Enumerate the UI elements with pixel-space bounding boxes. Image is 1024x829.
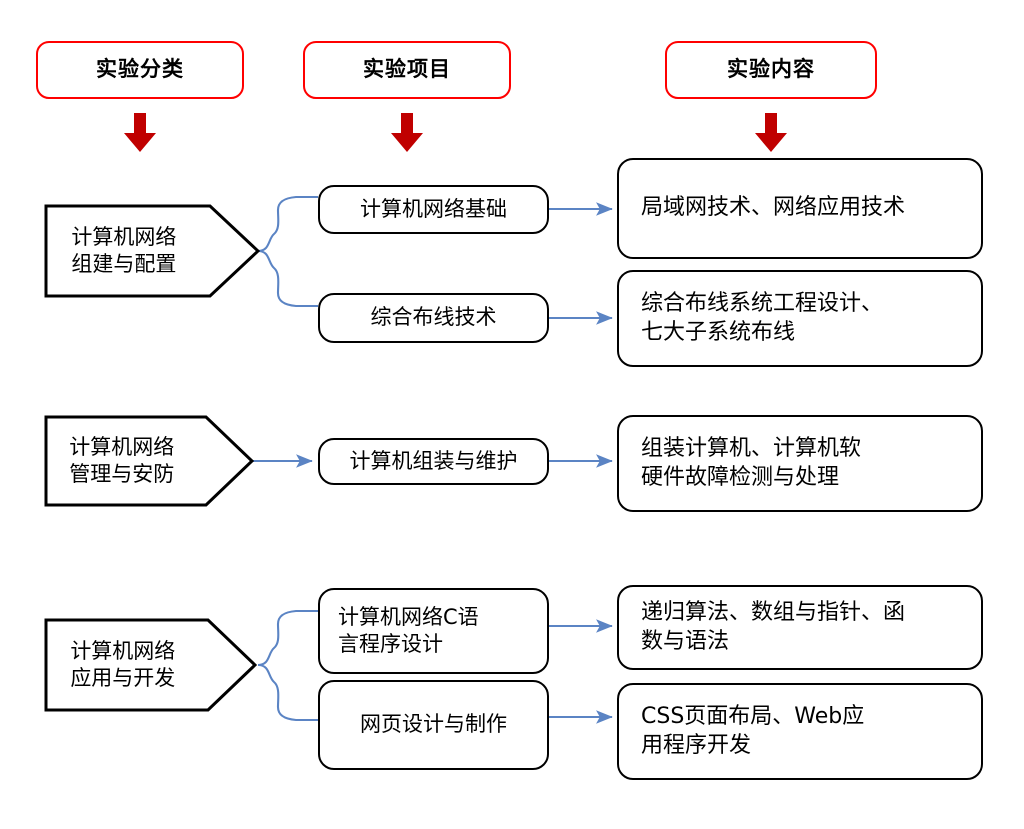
category-line-1b: 组建与配置 xyxy=(71,252,177,276)
project-line-g2r1-1: 计算机组装与维护 xyxy=(349,448,518,473)
header-pill-content[interactable]: 实验内容 xyxy=(665,41,877,99)
header-pill-project[interactable]: 实验项目 xyxy=(303,41,511,99)
project-box-g1-r2[interactable]: 综合布线技术 xyxy=(318,293,549,343)
brace-connector-group-1 xyxy=(257,195,318,308)
category-line-1a: 计算机网络 xyxy=(71,225,177,250)
project-line-g1r1-1: 计算机网络基础 xyxy=(360,196,507,221)
category-line-3b: 应用与开发 xyxy=(70,666,176,690)
content-line-g3r1-1: 递归算法、数组与指针、函 xyxy=(641,599,906,625)
project-line-g3r2-1: 网页设计与制作 xyxy=(360,712,507,737)
down-arrow-icon-project xyxy=(390,113,424,153)
project-box-g2-r1[interactable]: 计算机组装与维护 xyxy=(318,438,549,485)
content-line-g1r1-1: 局域网技术、网络应用技术 xyxy=(641,195,906,221)
header-pill-category[interactable]: 实验分类 xyxy=(36,41,244,99)
content-line-g3r2-1: CSS页面布局、Web应 xyxy=(641,703,865,729)
header-label-content: 实验内容 xyxy=(727,57,815,82)
category-line-2b: 管理与安防 xyxy=(69,462,175,486)
category-label-1: 计算机网络 组建与配置 xyxy=(44,204,204,298)
category-line-2a: 计算机网络 xyxy=(69,435,175,460)
category-pentagon-3[interactable]: 计算机网络 应用与开发 xyxy=(44,618,257,712)
header-label-category: 实验分类 xyxy=(96,57,184,82)
category-pentagon-1[interactable]: 计算机网络 组建与配置 xyxy=(44,204,260,298)
project-box-g3-r1[interactable]: 计算机网络C语 言程序设计 xyxy=(318,588,549,674)
content-line-g2r1-1: 组装计算机、计算机软 xyxy=(641,435,862,461)
category-label-2: 计算机网络 管理与安防 xyxy=(44,415,199,507)
brace-connector-group-3 xyxy=(257,609,318,722)
content-line-g3r1-2: 数与语法 xyxy=(641,628,730,654)
content-line-g1r2-1: 综合布线系统工程设计、 xyxy=(641,290,884,316)
project-line-g3r1-2: 言程序设计 xyxy=(338,632,443,656)
category-pentagon-2[interactable]: 计算机网络 管理与安防 xyxy=(44,415,254,507)
down-arrow-icon-category xyxy=(123,113,157,153)
header-label-project: 实验项目 xyxy=(363,57,451,82)
down-arrow-icon-content xyxy=(754,113,788,153)
content-line-g3r2-2: 用程序开发 xyxy=(641,732,752,758)
content-box-g3-r1[interactable]: 递归算法、数组与指针、函 数与语法 xyxy=(617,585,983,670)
content-box-g1-r1[interactable]: 局域网技术、网络应用技术 xyxy=(617,158,983,259)
project-line-g1r2-1: 综合布线技术 xyxy=(370,305,497,330)
content-line-g2r1-2: 硬件故障检测与处理 xyxy=(641,464,840,490)
project-box-g1-r1[interactable]: 计算机网络基础 xyxy=(318,185,549,234)
content-box-g1-r2[interactable]: 综合布线系统工程设计、 七大子系统布线 xyxy=(617,270,983,367)
project-box-g3-r2[interactable]: 网页设计与制作 xyxy=(318,680,549,770)
content-line-g1r2-2: 七大子系统布线 xyxy=(641,319,796,345)
content-box-g2-r1[interactable]: 组装计算机、计算机软 硬件故障检测与处理 xyxy=(617,415,983,512)
category-line-3a: 计算机网络 xyxy=(70,639,176,664)
project-line-g3r1-1: 计算机网络C语 xyxy=(338,604,479,629)
category-label-3: 计算机网络 应用与开发 xyxy=(44,618,202,712)
content-box-g3-r2[interactable]: CSS页面布局、Web应 用程序开发 xyxy=(617,683,983,780)
